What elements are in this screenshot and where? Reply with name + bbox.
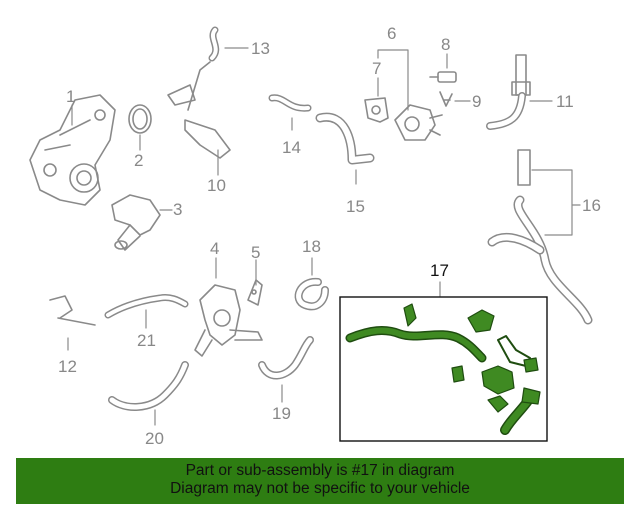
callout-15: 15 — [346, 197, 365, 216]
parts-diagram: 1 2 3 4 5 6 7 8 9 10 11 12 13 14 15 16 1… — [29, 24, 601, 448]
callout-20: 20 — [145, 429, 164, 448]
part-4-body-drawing — [194, 284, 263, 357]
part-19-hose-drawing — [258, 336, 314, 380]
callout-9: 9 — [472, 92, 482, 111]
callout-4: 4 — [210, 239, 220, 258]
part-11-hose-drawing — [486, 54, 531, 130]
diagram-art — [29, 26, 593, 442]
part-15-hose-drawing — [315, 112, 375, 165]
callout-14: 14 — [282, 138, 301, 157]
part-14-hose-drawing — [268, 94, 312, 112]
leader-lines — [67, 47, 581, 426]
banner-line-disclaimer: Diagram may not be specific to your vehi… — [170, 480, 470, 497]
part-2-ring-drawing — [128, 104, 152, 134]
callout-6: 6 — [387, 24, 397, 43]
callout-12: 12 — [58, 357, 77, 376]
callout-2: 2 — [134, 151, 144, 170]
callout-1: 1 — [66, 87, 76, 106]
callout-3: 3 — [173, 200, 183, 219]
part-10-pipe-drawing — [167, 61, 231, 159]
part-17-assembly-drawing — [345, 303, 541, 435]
callout-21: 21 — [137, 331, 156, 350]
part-13-hose-drawing — [208, 26, 220, 62]
callout-13: 13 — [251, 39, 270, 58]
callout-7: 7 — [372, 59, 382, 78]
callout-11: 11 — [556, 92, 574, 111]
part-7-gasket-drawing — [364, 97, 389, 123]
part-6-valve-drawing — [394, 104, 443, 141]
part-1-housing-drawing — [29, 94, 116, 206]
part-5-bracket-drawing — [247, 279, 263, 306]
part-18-hose-drawing — [294, 277, 329, 311]
callout-18: 18 — [302, 237, 321, 256]
part-16-hose-drawing — [487, 149, 593, 325]
callout-10: 10 — [207, 176, 226, 195]
callout-17: 17 — [430, 261, 449, 280]
info-banner: Part or sub-assembly is #17 in diagram D… — [16, 458, 624, 504]
banner-line-part: Part or sub-assembly is #17 in diagram — [185, 462, 455, 479]
part-21-pipe-drawing — [104, 294, 189, 319]
callout-19: 19 — [272, 404, 291, 423]
callout-16: 16 — [582, 196, 601, 215]
part-3-outlet-drawing — [111, 194, 161, 251]
callout-8: 8 — [441, 35, 451, 54]
part-9-clip-drawing — [439, 91, 453, 107]
callout-5: 5 — [251, 243, 261, 262]
part-17-frame — [339, 296, 548, 442]
part-8-sensor-drawing — [429, 71, 457, 83]
part-20-pipe-drawing — [108, 361, 189, 411]
part-12-pipe-drawing — [49, 295, 96, 326]
